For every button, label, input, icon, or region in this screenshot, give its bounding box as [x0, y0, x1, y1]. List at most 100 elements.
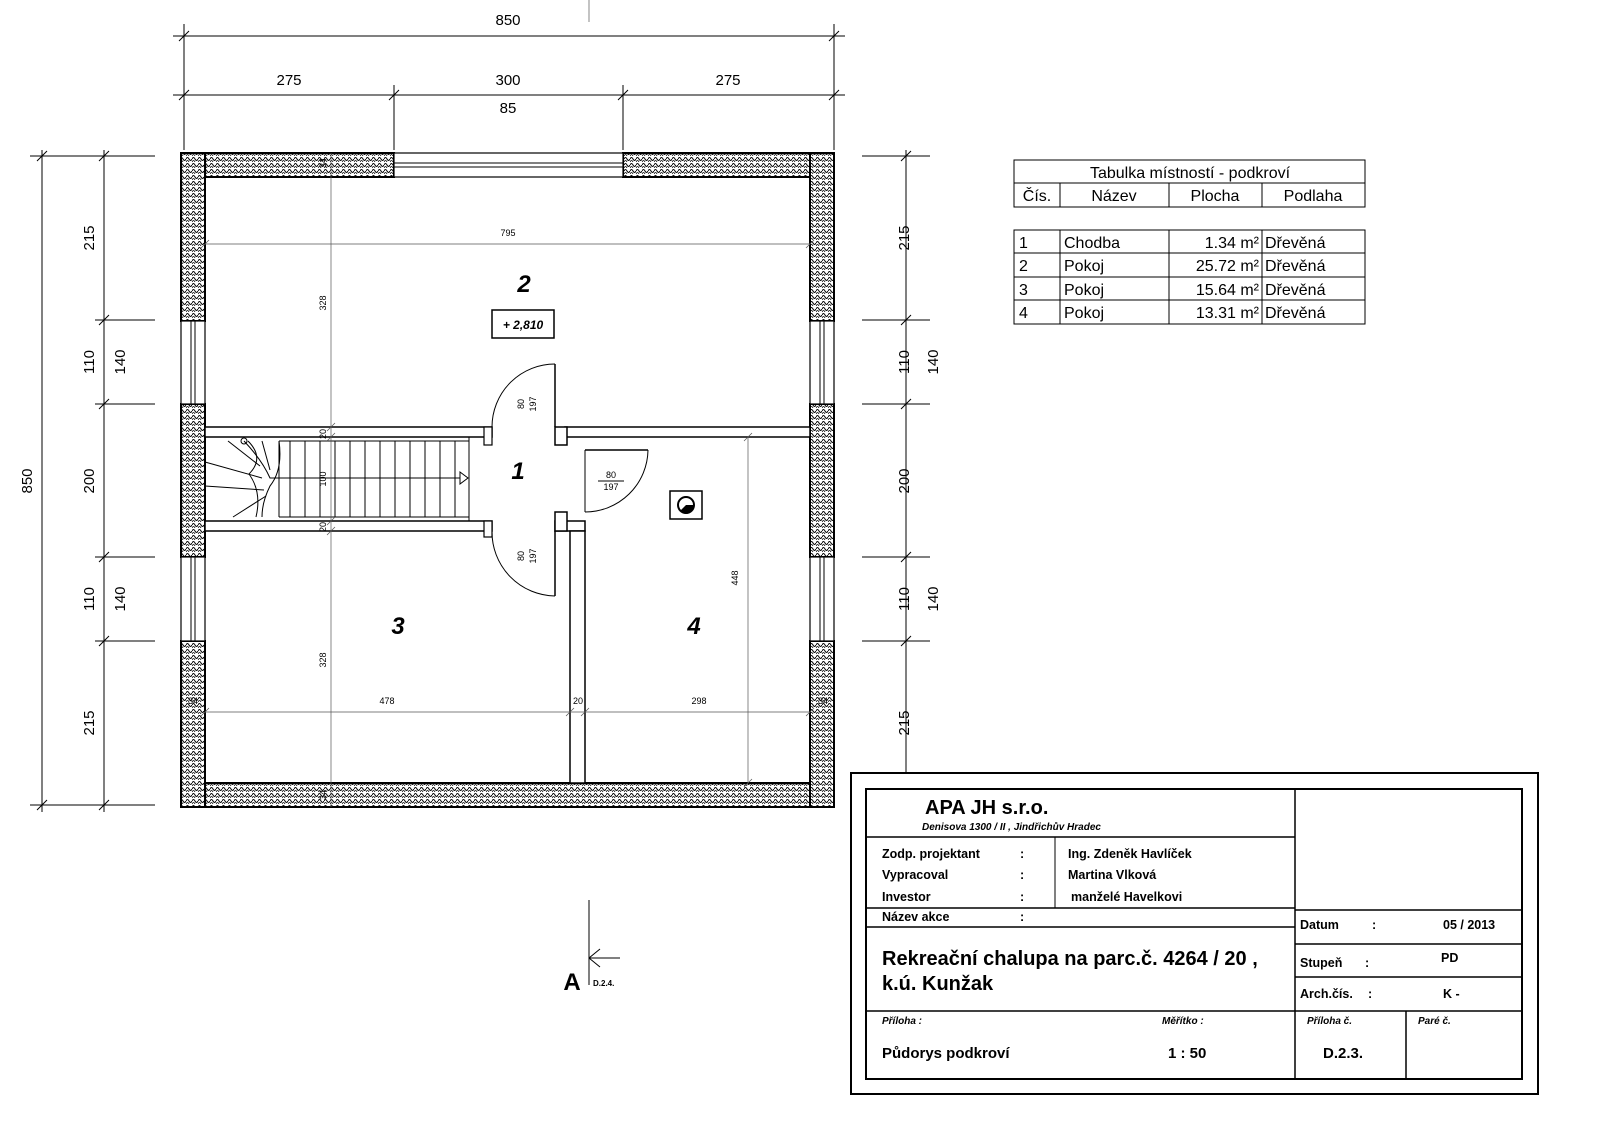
dim-left-seg-3: 200 [81, 468, 98, 493]
chimney-symbol [669, 490, 703, 520]
colon-date: : [1372, 918, 1376, 932]
dim-left-seg-4: 110 [81, 587, 98, 611]
door-2-height: 197 [603, 482, 618, 492]
level-marker: + 2,810 [503, 318, 544, 332]
label-arch: Arch.čís. [1300, 987, 1353, 1001]
dim-right-seg-2: 110 [896, 350, 913, 374]
door-2-width: 80 [606, 470, 616, 480]
label-copy-no: Paré č. [1418, 1016, 1451, 1027]
colon-prepared: : [1020, 868, 1024, 882]
room-number-4: 4 [686, 613, 700, 640]
dim-room2-width: 795 [500, 228, 515, 238]
room-table-header-name: Název [1091, 188, 1136, 205]
row-4-name: Pokoj [1064, 305, 1104, 322]
table-row: 3 Pokoj 15.64 m² Dřevěná [1019, 282, 1326, 299]
dim-wall-bottom: 34 [318, 790, 328, 800]
room-number-2: 2 [516, 271, 531, 298]
dim-room2-depth: 328 [318, 295, 328, 310]
door-3-width: 80 [516, 551, 526, 561]
level-marker-box [491, 309, 555, 339]
value-stage: PD [1441, 951, 1458, 965]
row-1-floor: Dřevěná [1265, 235, 1326, 252]
label-investor: Investor [882, 890, 931, 904]
value-investor: manželé Havelkovi [1071, 890, 1182, 904]
door-1-width: 80 [516, 399, 526, 409]
colon-designer: : [1020, 847, 1024, 861]
dim-left-seg-1: 215 [81, 225, 98, 250]
dim-right-opening-2: 140 [925, 586, 942, 611]
row-1-num: 1 [1019, 235, 1028, 252]
dim-room3-width: 478 [379, 696, 394, 706]
row-2-area: 25.72 m² [1196, 258, 1260, 275]
dim-left-overall: 850 [19, 468, 36, 493]
room-table [1013, 159, 1366, 325]
dim-room4-width: 298 [691, 696, 706, 706]
value-appendix-no: D.2.3. [1323, 1045, 1363, 1062]
value-appendix: Půdorys podkroví [882, 1045, 1010, 1062]
label-scale: Měřítko : [1162, 1016, 1204, 1027]
row-1-name: Chodba [1064, 235, 1120, 252]
company-address: Denisova 1300 / II , Jindřichův Hradec [922, 821, 1101, 833]
table-row: 1 Chodba 1.34 m² Dřevěná [1019, 235, 1326, 252]
dim-right-opening-1: 140 [925, 349, 942, 374]
row-3-floor: Dřevěná [1265, 282, 1326, 299]
table-row: 2 Pokoj 25.72 m² Dřevěná [1019, 258, 1326, 275]
dim-left-seg-5: 215 [81, 710, 98, 735]
door-1-height: 197 [528, 396, 538, 411]
label-designer: Zodp. projektant [882, 847, 981, 861]
row-4-floor: Dřevěná [1265, 305, 1326, 322]
row-3-num: 3 [1019, 282, 1028, 299]
label-prepared: Vypracoval [882, 868, 948, 882]
section-mark-arrow [588, 900, 620, 985]
table-row: 4 Pokoj 13.31 m² Dřevěná [1019, 305, 1326, 322]
project-name-line2: k.ú. Kunžak [882, 973, 994, 995]
room-number-1: 1 [511, 458, 524, 485]
section-mark-letter: A [563, 969, 580, 996]
dim-left-seg-2: 110 [81, 350, 98, 374]
value-prepared: Martina Vlková [1068, 868, 1156, 882]
row-3-area: 15.64 m² [1196, 282, 1260, 299]
dim-partition-a: 20 [318, 429, 328, 439]
dim-top-seg-1: 275 [276, 72, 301, 89]
value-date: 05 / 2013 [1443, 918, 1495, 932]
colon-arch: : [1368, 987, 1372, 1001]
dim-top-overall: 850 [495, 12, 520, 29]
dim-partition-c: 20 [573, 696, 583, 706]
row-2-num: 2 [1019, 258, 1028, 275]
value-arch: K - [1443, 987, 1460, 1001]
row-2-floor: Dřevěná [1265, 258, 1326, 275]
right-dimension-lines [862, 150, 930, 812]
room-table-header-area: Plocha [1191, 188, 1240, 205]
dim-right-seg-4: 110 [896, 587, 913, 611]
row-4-num: 4 [1019, 305, 1028, 322]
exterior-walls [180, 152, 835, 808]
door-3-height: 197 [528, 548, 538, 563]
label-appendix: Příloha : [882, 1016, 922, 1027]
stair-width: 100 [318, 471, 328, 486]
company-name: APA JH s.r.o. [925, 797, 1048, 819]
row-4-area: 13.31 m² [1196, 305, 1260, 322]
colon-action: : [1020, 910, 1024, 924]
dim-room4-depth: 448 [730, 570, 740, 585]
dim-partition-b: 20 [318, 522, 328, 532]
value-scale: 1 : 50 [1168, 1045, 1206, 1062]
staircase [204, 436, 470, 522]
dim-top-window: 85 [500, 100, 517, 117]
row-3-name: Pokoj [1064, 282, 1104, 299]
interior-partitions [204, 426, 811, 784]
dim-room3-depth: 328 [318, 652, 328, 667]
colon-investor: : [1020, 890, 1024, 904]
dim-wall-bottom-right: 34 [818, 696, 828, 706]
colon-stage: : [1365, 956, 1369, 970]
dim-left-opening-1: 140 [112, 349, 129, 374]
dim-right-seg-5: 215 [896, 710, 913, 735]
top-dimension-lines [173, 24, 845, 150]
section-mark-ref: D.2.4. [593, 979, 614, 988]
dim-top-seg-3: 275 [715, 72, 740, 89]
dim-wall-top-left: 34 [318, 158, 328, 168]
title-block-frame [850, 772, 1539, 1095]
room-number-3: 3 [391, 613, 405, 640]
dim-right-seg-1: 215 [896, 225, 913, 250]
room-table-header-floor: Podlaha [1284, 188, 1343, 205]
